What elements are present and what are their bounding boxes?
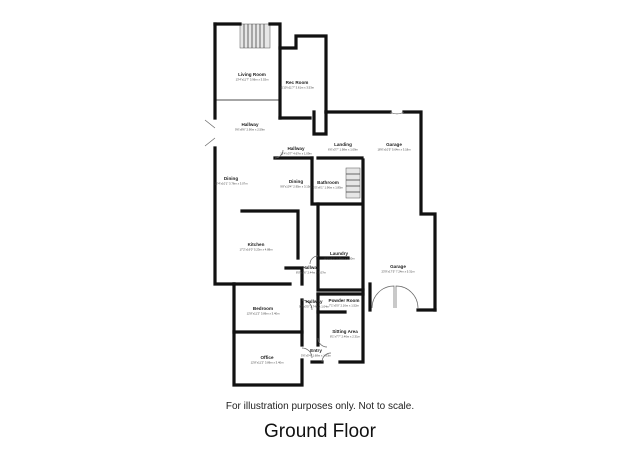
- room-name-living-room: Living Room: [238, 72, 266, 77]
- room-name-hallway-1: Hallway: [241, 122, 259, 127]
- room-dims-sitting-area: 8'1"x7'7" 2.46m x 2.31m: [330, 335, 361, 339]
- room-name-bedroom: Bedroom: [253, 306, 273, 311]
- room-dims-garage-2: 23'9"x17'5" 7.24m x 5.31m: [381, 270, 415, 274]
- room-name-sitting-area: Sitting Area: [332, 329, 358, 334]
- room-name-hallway-4: Hallway: [305, 299, 323, 304]
- staircase-upper: [239, 23, 271, 49]
- room-name-entry: Entry: [310, 348, 322, 353]
- room-dims-hallway-4: 9'0"x3'5" 2.74m x 1.04m: [299, 305, 330, 309]
- room-name-landing: Landing: [334, 142, 352, 147]
- room-name-kitchen: Kitchen: [248, 242, 265, 247]
- room-dims-kitchen: 17'2"x16'0" 5.23m x 4.88m: [239, 248, 273, 252]
- room-dims-powder-room: 7'1"x5'0" 2.16m x 1.52m: [329, 304, 360, 308]
- room-dims-dining-2: 9'8"x10'4" 2.95m x 3.15m: [280, 185, 312, 189]
- room-name-garage-2: Garage: [390, 264, 406, 269]
- walls: [213, 22, 437, 387]
- room-dims-entry: 5'6"x5'4" 1.68m x 1.63m: [301, 354, 332, 358]
- doors: [204, 111, 419, 363]
- room-name-laundry: Laundry: [330, 251, 349, 256]
- room-name-dining-1: Dining: [224, 176, 238, 181]
- room-dims-rec-room: 11'10"x11'7" 3.61m x 3.53m: [280, 86, 315, 90]
- room-name-hallway-2: Hallway: [287, 146, 305, 151]
- room-dims-landing: 6'6"x3'7" 1.98m x 1.09m: [328, 148, 359, 152]
- room-dims-hallway-2: 15'4"x3'7" 4.67m x 1.09m: [280, 152, 312, 156]
- room-name-hallway-3: Hallway: [302, 265, 320, 270]
- room-dims-living-room: 13'4"x11'7" 3.96m x 3.53m: [236, 78, 270, 82]
- floor-title: Ground Floor: [264, 421, 376, 442]
- room-dims-hallway-1: 9'6"x8'6" 2.90m x 2.59m: [235, 128, 266, 132]
- room-dims-garage-1: 18'6"x10'5" 5.64m x 3.18m: [377, 148, 411, 152]
- room-name-rec-room: Rec Room: [286, 80, 309, 85]
- staircase-lower: [345, 167, 361, 199]
- disclaimer-text: For illustration purposes only. Not to s…: [225, 401, 415, 412]
- room-dims-hallway-3: 8'0"x3'6" 2.44m x 1.07m: [296, 271, 327, 275]
- room-dims-dining-1: 12'4"x10'1" 3.76m x 3.07m: [214, 182, 248, 186]
- room-dims-laundry: 11'0"x5'3" 3.35m x 1.60m: [323, 257, 355, 261]
- room-dims-office: 12'8"x11'2" 3.86m x 3.40m: [251, 361, 285, 365]
- room-name-bathroom: Bathroom: [317, 180, 339, 185]
- room-name-dining-2: Dining: [289, 179, 303, 184]
- room-name-powder-room: Powder Room: [329, 298, 360, 303]
- room-dims-bedroom: 12'8"x11'2" 3.86m x 3.40m: [247, 312, 281, 316]
- room-name-garage-1: Garage: [386, 142, 402, 147]
- room-name-office: Office: [260, 355, 273, 360]
- room-dims-bathroom: 6'5"x6'1" 1.96m x 1.85m: [313, 186, 344, 190]
